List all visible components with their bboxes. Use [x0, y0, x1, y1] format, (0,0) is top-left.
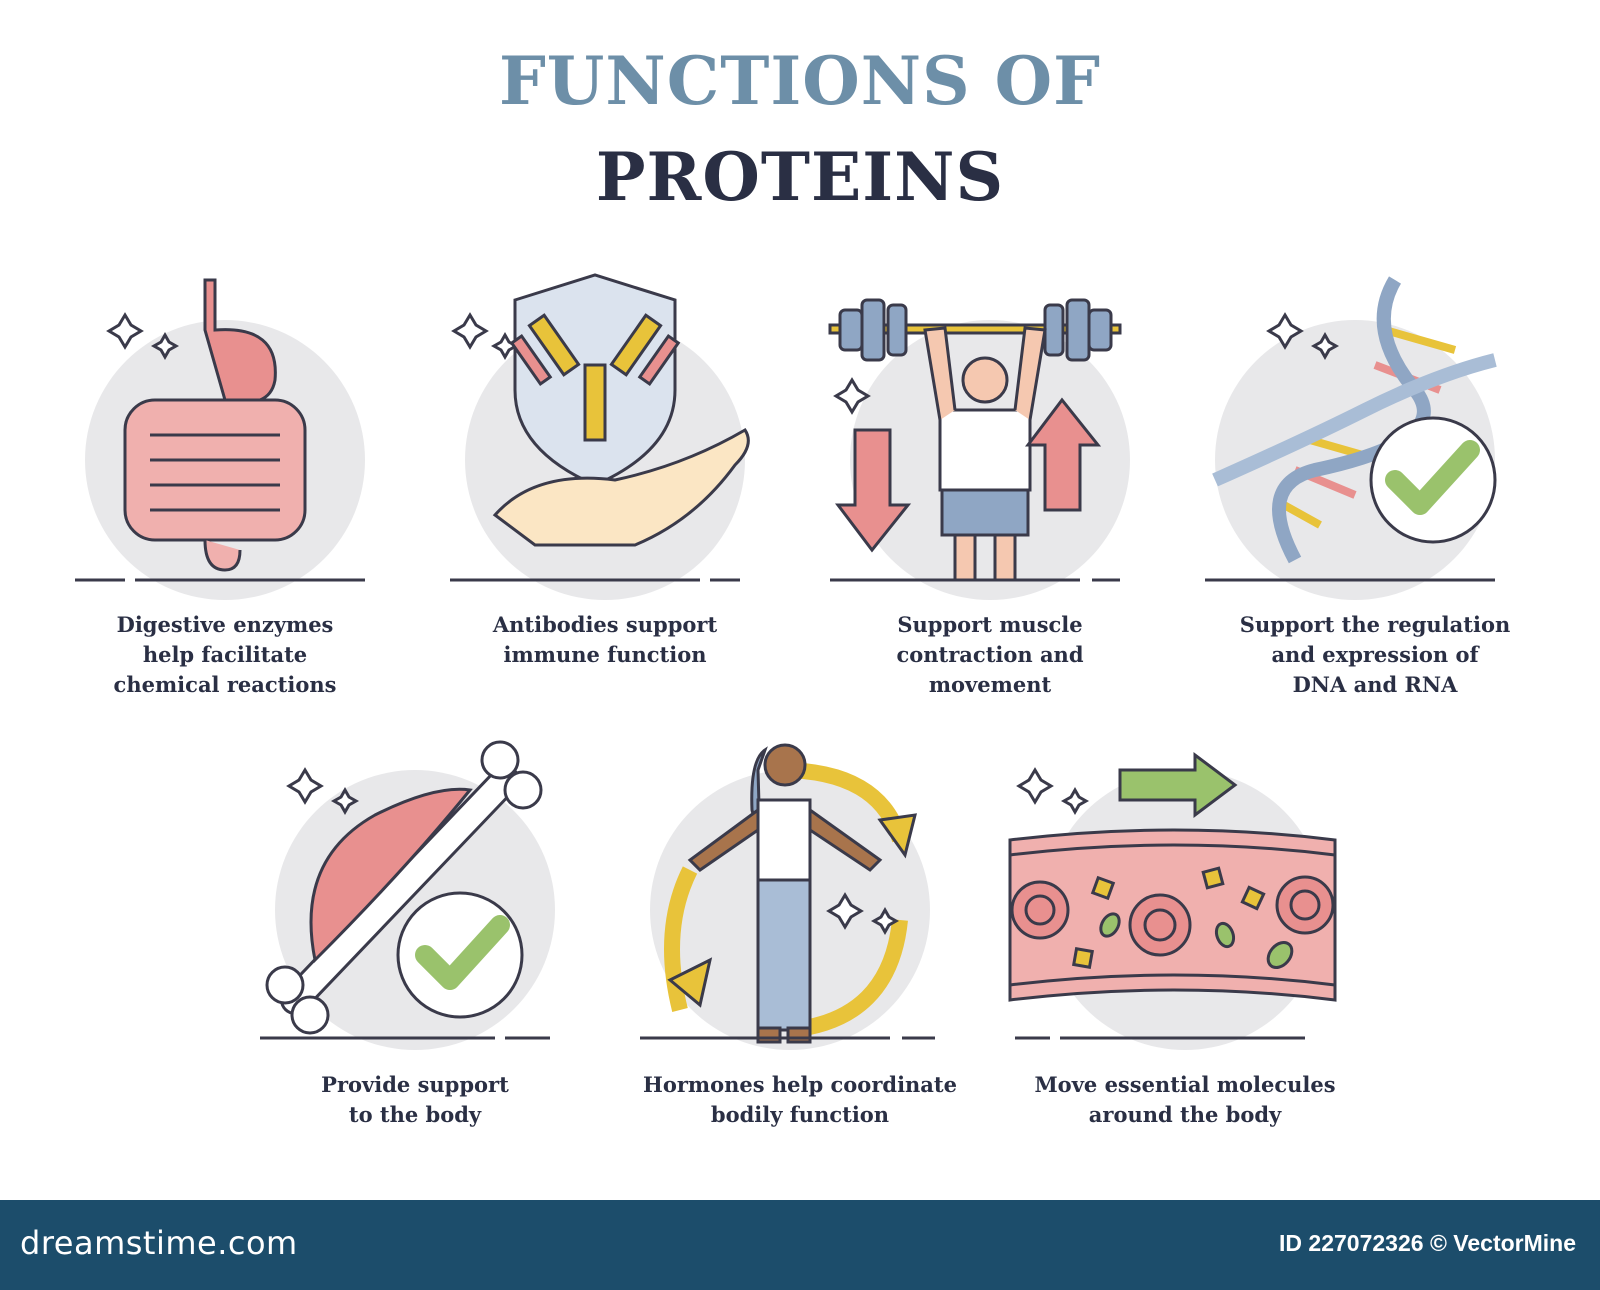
caption-line: DNA and RNA: [1292, 672, 1458, 697]
function-card-hormones: Hormones help coordinate bodily function: [640, 730, 960, 1160]
caption-line: and expression of: [1271, 642, 1479, 667]
caption-line: to the body: [348, 1102, 482, 1127]
caption-line: contraction and: [896, 642, 1084, 667]
function-card-dna: Support the regulation and expression of…: [1205, 270, 1535, 700]
title-line-1: FUNCTIONS OF: [498, 42, 1102, 120]
caption-line: chemical reactions: [113, 672, 337, 697]
caption-line: Support the regulation: [1239, 612, 1511, 637]
footer-bar: dreamstime.com ID 227072326 © VectorMine: [0, 1200, 1600, 1290]
caption-line: Move essential molecules: [1034, 1072, 1336, 1097]
function-caption: Hormones help coordinate bodily function: [640, 1070, 960, 1130]
function-card-support: Provide support to the body: [255, 730, 575, 1160]
function-card-antibodies: Antibodies support immune function: [445, 270, 765, 700]
blood-vessel-transport-icon: [1008, 752, 1337, 1050]
function-caption: Provide support to the body: [255, 1070, 575, 1130]
caption-line: Hormones help coordinate: [643, 1072, 957, 1097]
caption-line: Support muscle: [897, 612, 1083, 637]
antibody-shield-icon: [450, 273, 750, 600]
caption-line: movement: [928, 672, 1052, 697]
footer-credit: ID 227072326 © VectorMine: [1279, 1230, 1576, 1256]
title-line-2: PROTEINS: [595, 138, 1005, 216]
function-caption: Antibodies support immune function: [445, 610, 765, 670]
function-card-transport: Move essential molecules around the body: [1008, 730, 1345, 1160]
caption-line: help facilitate: [142, 642, 308, 667]
function-caption: Support the regulation and expression of…: [1215, 610, 1535, 700]
function-card-movement: Support muscle contraction and movement: [828, 270, 1150, 700]
hormone-cycle-icon: [640, 743, 935, 1050]
caption-line: bodily function: [710, 1102, 890, 1127]
dna-check-icon: [1205, 276, 1497, 600]
footer-brand: dreamstime.com: [20, 1224, 298, 1262]
weightlifter-icon: [828, 298, 1130, 600]
digestive-system-icon: [75, 278, 365, 600]
function-caption: Move essential molecules around the body: [1025, 1070, 1345, 1130]
muscle-bone-icon: [260, 740, 555, 1050]
caption-line: Antibodies support: [492, 612, 718, 637]
function-caption: Digestive enzymes help facilitate chemic…: [65, 610, 385, 700]
caption-line: immune function: [503, 642, 707, 667]
caption-line: Digestive enzymes: [116, 612, 334, 637]
caption-line: Provide support: [321, 1072, 509, 1097]
caption-line: around the body: [1088, 1102, 1282, 1127]
function-caption: Support muscle contraction and movement: [830, 610, 1150, 700]
function-card-digestive: Digestive enzymes help facilitate chemic…: [65, 270, 385, 700]
